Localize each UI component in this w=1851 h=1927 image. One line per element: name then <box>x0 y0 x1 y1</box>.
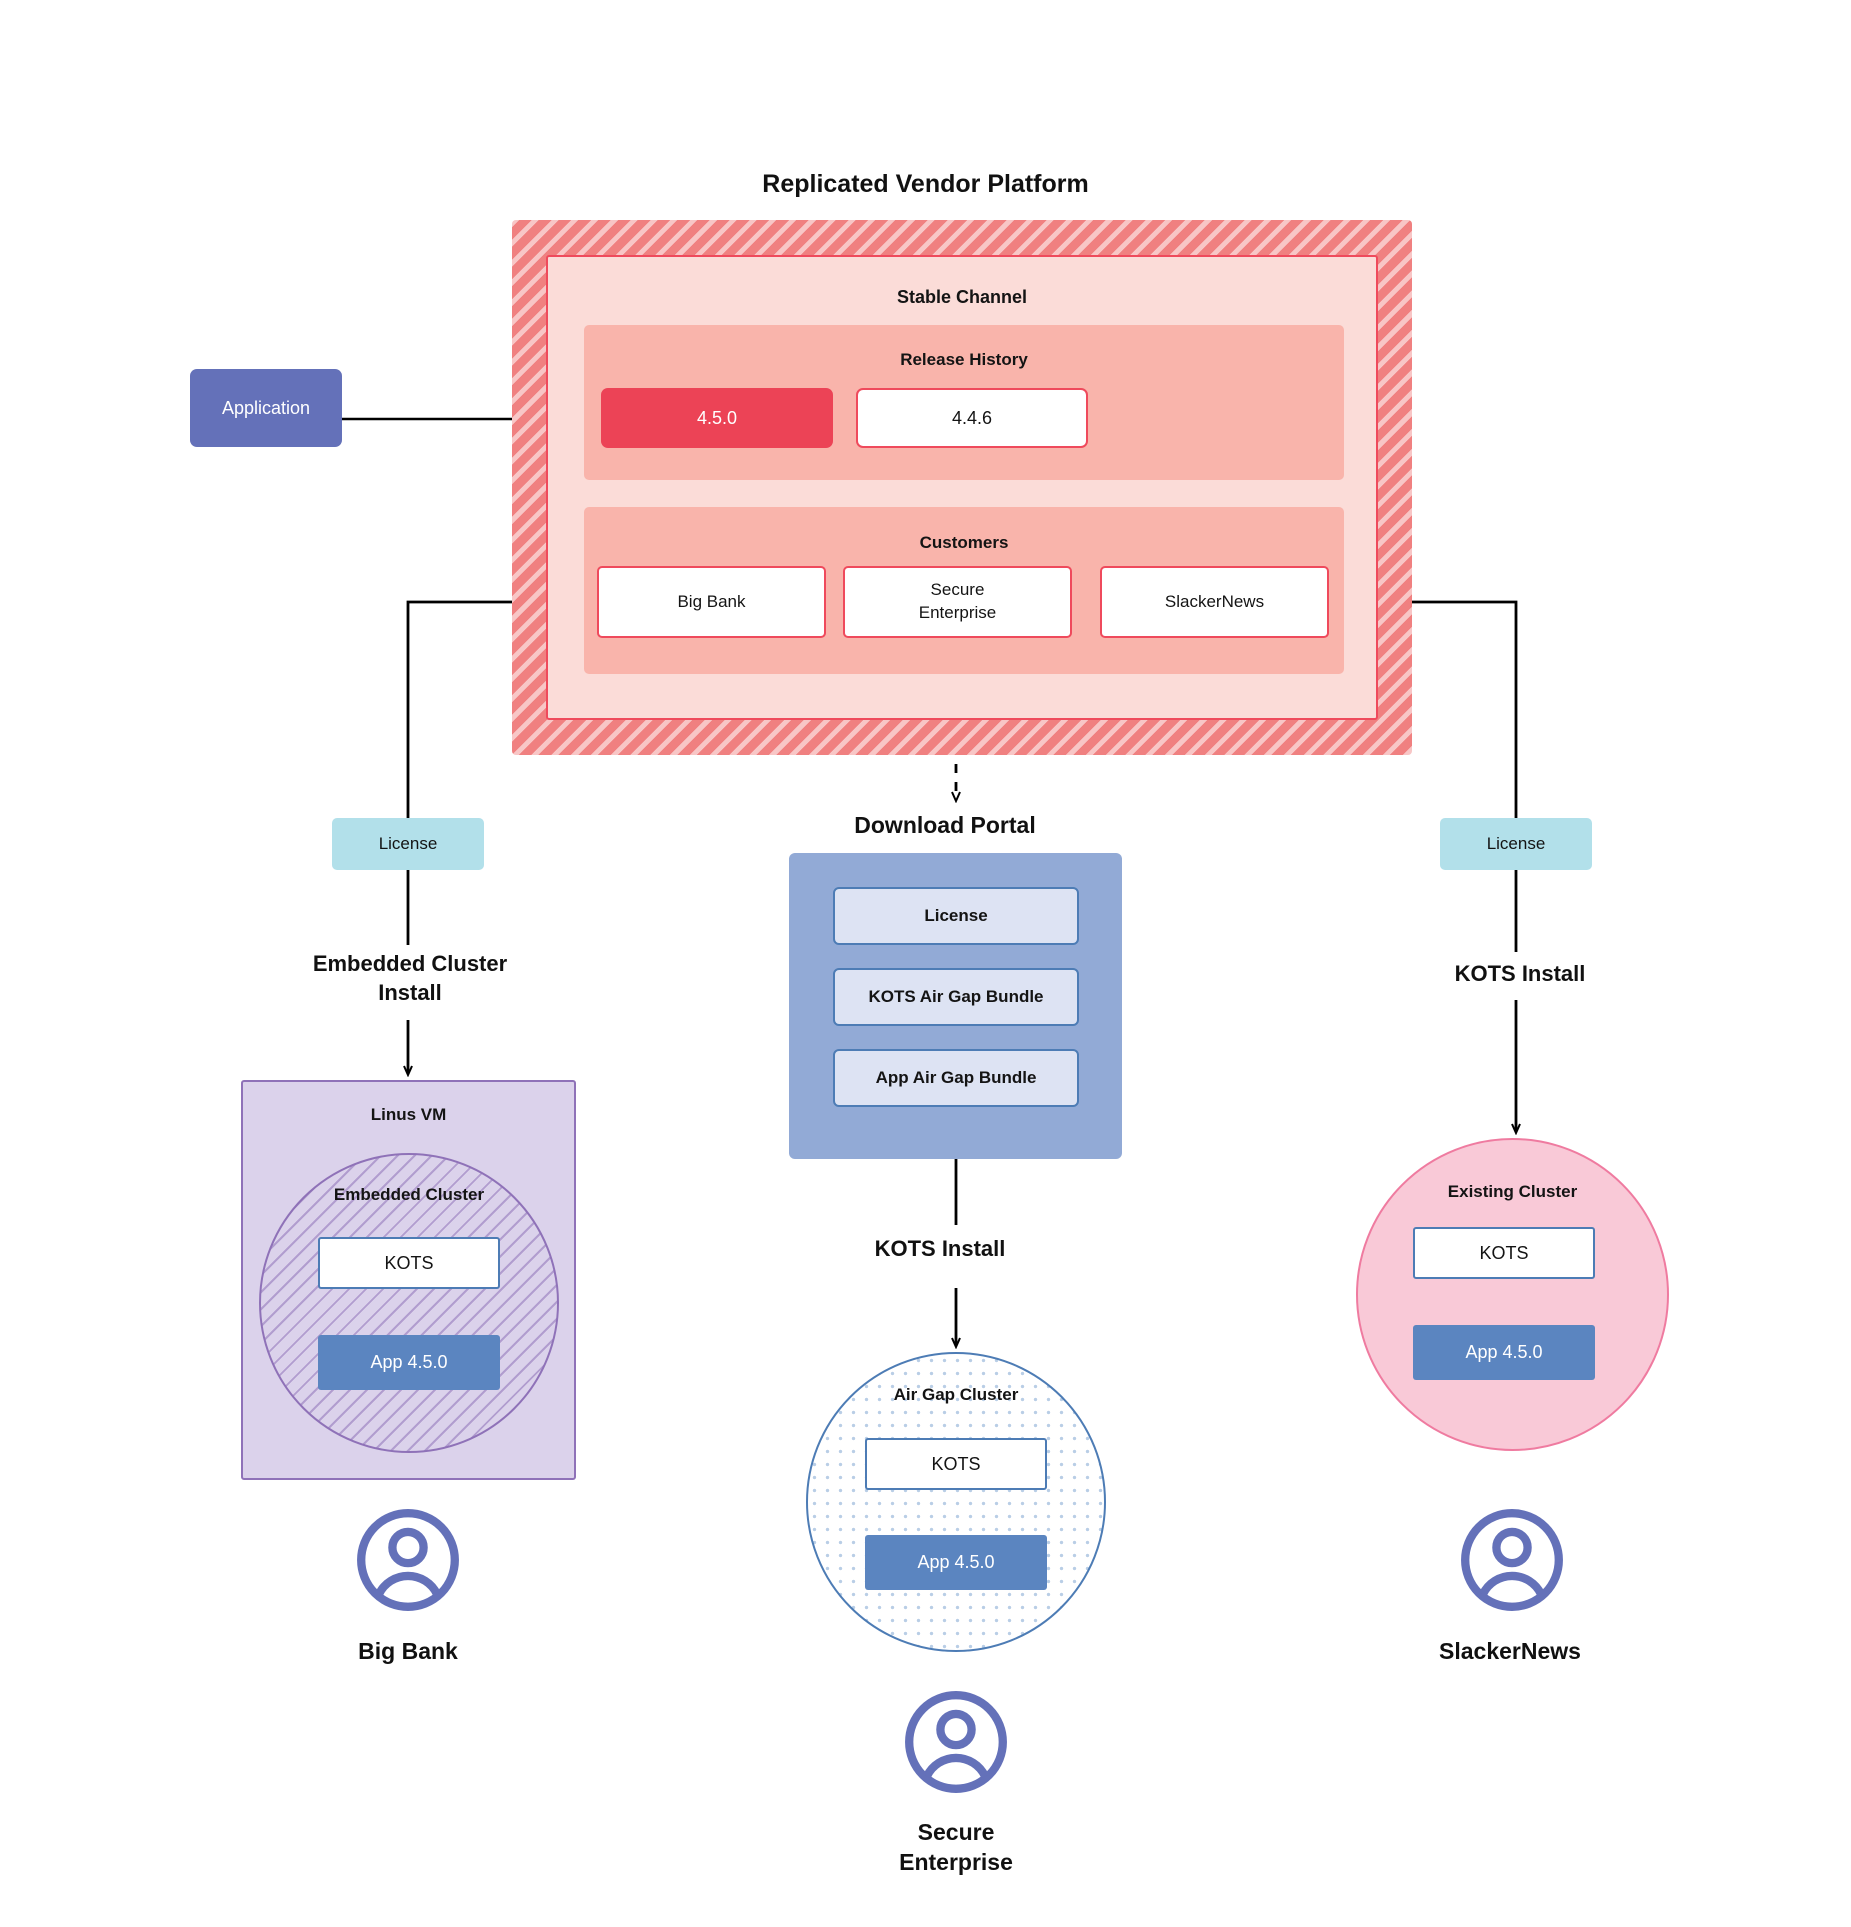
kots-chip-existing[interactable]: KOTS <box>1413 1227 1595 1279</box>
embedded-cluster-circle <box>259 1153 559 1453</box>
user-avatar-icon <box>905 1691 1007 1793</box>
license-badge-right[interactable]: License <box>1440 818 1592 870</box>
license-badge-left[interactable]: License <box>332 818 484 870</box>
air-gap-cluster-circle <box>806 1352 1106 1652</box>
app-chip-existing[interactable]: App 4.5.0 <box>1413 1325 1595 1380</box>
release-history-label: Release History <box>900 350 1028 369</box>
linux-vm-label: Linus VM <box>370 1105 447 1124</box>
portal-item-kots-air-gap-bundle[interactable]: KOTS Air Gap Bundle <box>833 968 1079 1026</box>
portal-item-license[interactable]: License <box>833 887 1079 945</box>
download-portal-title: Download Portal <box>854 812 1036 838</box>
air-gap-cluster-label: Air Gap Cluster <box>893 1385 1019 1404</box>
embedded-cluster-label: Embedded Cluster <box>333 1185 485 1204</box>
persona-name-big-bank: Big Bank <box>358 1638 458 1664</box>
customer-chip-slackernews[interactable]: SlackerNews <box>1100 566 1329 638</box>
user-avatar-icon <box>1461 1509 1563 1611</box>
user-avatar-icon <box>357 1509 459 1611</box>
stable-channel-label: Stable Channel <box>896 287 1028 307</box>
release-chip-previous[interactable]: 4.4.6 <box>856 388 1088 448</box>
portal-item-app-air-gap-bundle[interactable]: App Air Gap Bundle <box>833 1049 1079 1107</box>
kots-chip-airgap[interactable]: KOTS <box>865 1438 1047 1490</box>
existing-cluster-circle <box>1356 1138 1669 1451</box>
flow-label-kots-install-right: KOTS Install <box>1454 961 1586 986</box>
application-box[interactable]: Application <box>190 369 342 447</box>
app-chip-embedded[interactable]: App 4.5.0 <box>318 1335 500 1390</box>
existing-cluster-label: Existing Cluster <box>1447 1182 1578 1201</box>
release-chip-current[interactable]: 4.5.0 <box>601 388 833 448</box>
flow-label-kots-install-center: KOTS Install <box>874 1236 1006 1261</box>
kots-chip-embedded[interactable]: KOTS <box>318 1237 500 1289</box>
persona-name-slackernews: SlackerNews <box>1439 1638 1581 1664</box>
app-chip-airgap[interactable]: App 4.5.0 <box>865 1535 1047 1590</box>
page-title: Replicated Vendor Platform <box>762 170 1089 198</box>
customers-label: Customers <box>919 533 1009 552</box>
customer-chip-big-bank[interactable]: Big Bank <box>597 566 826 638</box>
